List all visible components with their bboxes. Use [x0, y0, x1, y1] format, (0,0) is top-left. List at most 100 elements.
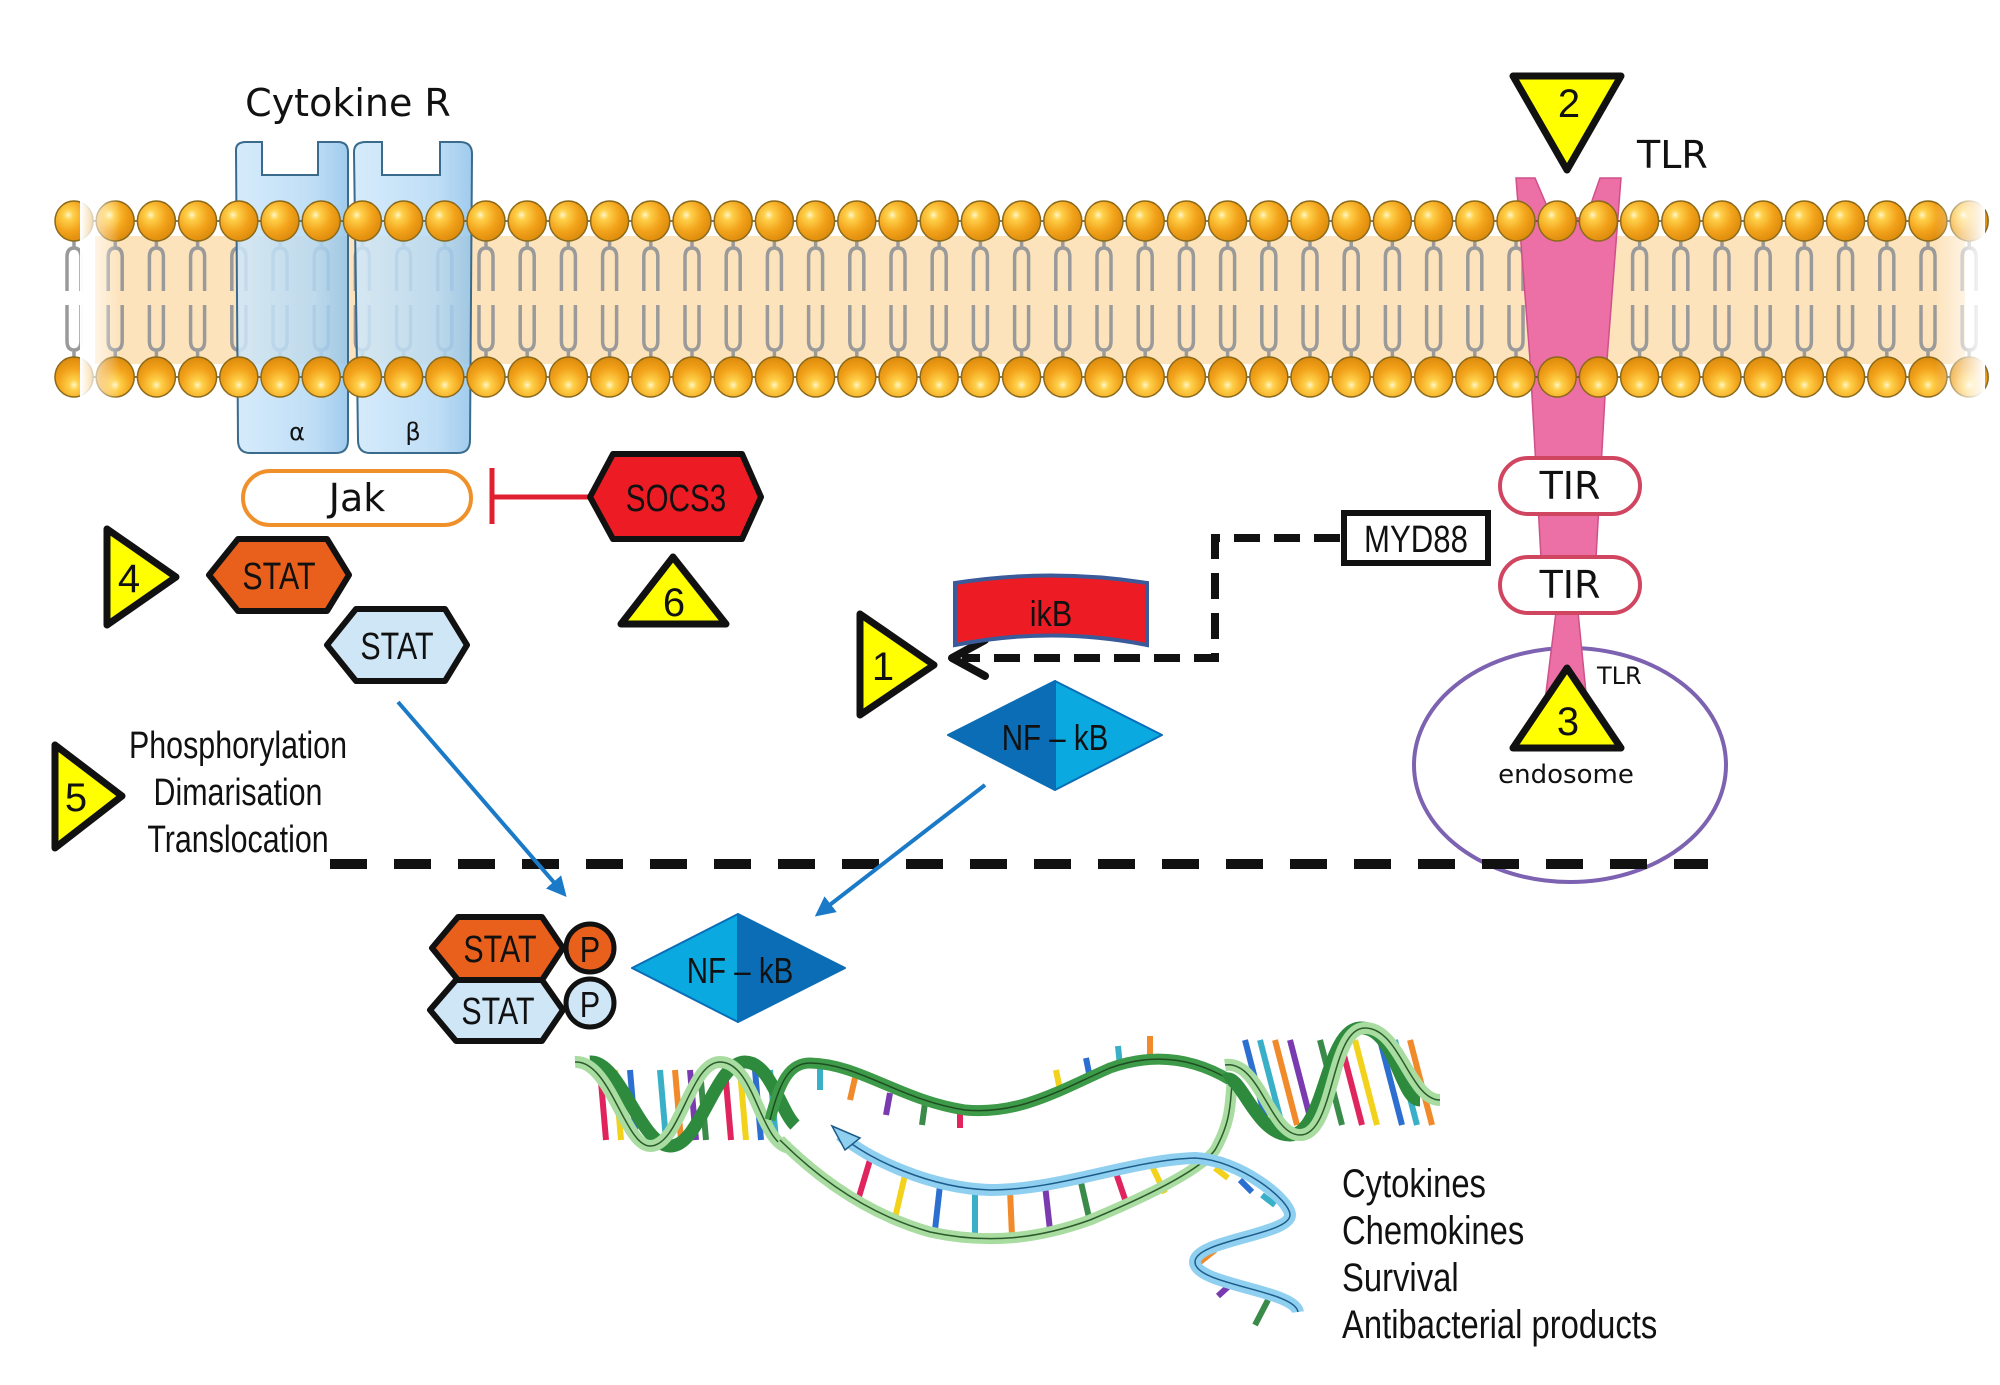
lipid-tail-upper — [1260, 241, 1278, 291]
lipid-tail-upper — [1012, 241, 1031, 291]
receptor-beta-chain[interactable] — [352, 141, 474, 454]
lipid-tail-lower — [1301, 305, 1319, 357]
svg-text:4: 4 — [118, 557, 140, 601]
lipid-head-outer — [1537, 200, 1577, 242]
tir-domain-surface[interactable]: TIR — [1498, 456, 1642, 516]
lipid-tail-upper — [559, 241, 578, 291]
lipid-tail-upper — [1095, 241, 1113, 291]
receptor-alpha-chain[interactable] — [234, 141, 349, 454]
myd88-adaptor[interactable]: MYD88 — [1341, 510, 1491, 566]
lipid-head-outer — [754, 200, 795, 242]
lipid-head-outer — [1331, 200, 1371, 242]
lipid-head-inner — [260, 356, 300, 398]
lipid-tail-lower — [724, 305, 742, 357]
dna-base-pair — [1272, 1039, 1300, 1126]
lipid-tail-upper — [930, 241, 948, 291]
dna-base-pair — [1213, 1165, 1230, 1181]
lipid-head-inner — [219, 356, 259, 398]
nfkb-label: NF – kB — [1002, 717, 1109, 757]
lipid-head-inner — [1455, 356, 1495, 398]
output-survival: Survival — [1342, 1255, 1459, 1300]
lipid-head-outer — [878, 200, 918, 242]
step-1-marker: 1 — [856, 610, 938, 719]
step5-line-2: Dimarisation — [154, 772, 323, 814]
lipid-tail-upper — [1795, 241, 1814, 291]
lipid-head-outer — [1413, 200, 1454, 242]
lipid-head-outer — [1249, 200, 1289, 242]
socs3-protein[interactable]: SOCS3 — [587, 451, 764, 542]
lipid-heads — [54, 200, 1989, 398]
tir-label: TIR — [1539, 464, 1601, 508]
lipid-tail-lower — [1672, 305, 1690, 357]
lipid-head-outer — [301, 200, 341, 242]
endosome-label: endosome — [1498, 760, 1634, 790]
lipid-head-inner — [1207, 356, 1248, 398]
lipid-tail-lower — [1919, 305, 1937, 357]
tlr-endosomal-label: TLR — [1596, 662, 1642, 690]
lipid-head-inner — [136, 356, 177, 398]
lipid-head-outer — [1867, 200, 1907, 242]
lipid-tail-upper — [889, 241, 907, 291]
stat-translocation-arrow — [396, 700, 567, 898]
lipid-head-outer — [672, 200, 712, 242]
lipid-tail-upper — [1136, 241, 1154, 291]
stat-dimer-phosphorylated[interactable]: STAT P STAT P — [427, 914, 617, 1044]
step-5-marker: 5 — [51, 741, 126, 852]
output-cytokines: Cytokines — [1342, 1161, 1486, 1206]
lipid-tail-upper — [683, 241, 701, 291]
lipid-head-inner — [1290, 356, 1330, 398]
lipid-head-outer — [1661, 200, 1701, 242]
membrane-fade-right — [1935, 190, 1985, 410]
alpha-label: α — [289, 418, 305, 446]
lipid-head-outer — [1784, 200, 1825, 242]
ikb-protein[interactable]: ikB — [953, 573, 1149, 648]
lipid-head-outer — [795, 200, 836, 242]
dna-base-pair — [1352, 1039, 1380, 1126]
lipid-tail-lower — [1012, 305, 1031, 357]
lipid-head-inner — [1496, 356, 1536, 398]
lipid-tail-lower — [1466, 305, 1484, 357]
step-2-marker: 2 — [1509, 72, 1625, 174]
svg-text:3: 3 — [1557, 700, 1579, 744]
lipid-head-inner — [795, 356, 836, 398]
lipid-head-inner — [342, 356, 383, 398]
dna-base-pair — [919, 1102, 928, 1126]
tir-domain-endosomal[interactable]: TIR — [1498, 555, 1642, 615]
nfkb-nucleus-label: NF – kB — [687, 950, 794, 990]
lipid-head-outer — [837, 200, 877, 242]
lipid-head-inner — [177, 356, 218, 398]
lipid-tail-lower — [971, 305, 990, 357]
lipid-head-inner — [1784, 356, 1825, 398]
lipid-tail-lower — [1177, 305, 1196, 357]
lipid-head-inner — [1372, 356, 1413, 398]
lipid-head-outer — [342, 200, 383, 242]
lipid-tail-lower — [930, 305, 948, 357]
lipid-tail-upper — [1754, 241, 1772, 291]
jak-kinase[interactable]: Jak — [241, 469, 473, 527]
lipid-tail-upper — [1218, 241, 1237, 291]
phosphate-2-label: P — [580, 986, 600, 1026]
ikb-label: ikB — [1030, 595, 1072, 635]
beta-label: β — [405, 418, 420, 446]
lipid-tail-lower — [642, 305, 660, 357]
lipid-head-inner — [878, 356, 918, 398]
phosphate-1-label: P — [580, 931, 600, 971]
lipid-head-inner — [672, 356, 712, 398]
lipid-head-outer — [960, 200, 1001, 242]
stat-inactive[interactable]: STAT — [324, 606, 470, 684]
lipid-tail-upper — [1878, 241, 1896, 291]
lipid-head-inner — [589, 356, 630, 398]
dna-base-pair — [1237, 1177, 1255, 1195]
lipid-head-outer — [1084, 200, 1124, 242]
lipid-tail-upper — [1177, 241, 1196, 291]
nfkb-nucleus[interactable]: NF – kB — [631, 913, 846, 1023]
stat-active[interactable]: STAT — [206, 536, 352, 614]
lipid-head-inner — [1743, 356, 1783, 398]
lipid-tail-upper — [848, 241, 866, 291]
dna-transcription — [574, 1021, 1442, 1327]
nfkb-cytoplasm[interactable]: NF – kB — [947, 680, 1163, 791]
lipid-tail-upper — [1342, 241, 1360, 291]
step-5-description: Phosphorylation Dimarisation Translocati… — [129, 725, 347, 861]
lipid-head-inner — [919, 356, 959, 398]
